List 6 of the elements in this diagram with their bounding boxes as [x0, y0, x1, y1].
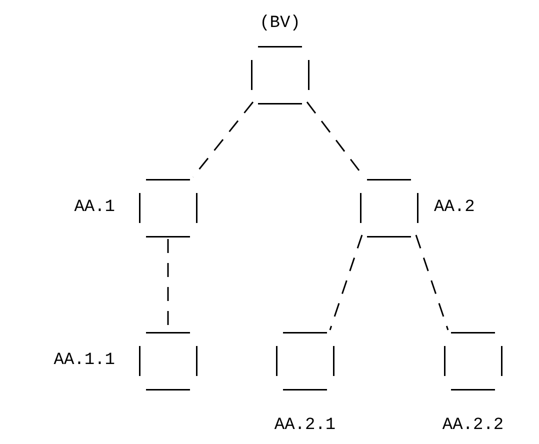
node-label: AA.2.1: [274, 416, 336, 436]
node-label: (BV): [260, 14, 300, 34]
node-label: AA.2: [434, 198, 475, 218]
node-label: AA.1.1: [54, 351, 115, 371]
node-label: AA.2.2: [442, 416, 504, 436]
node-label: AA.1: [74, 198, 115, 218]
